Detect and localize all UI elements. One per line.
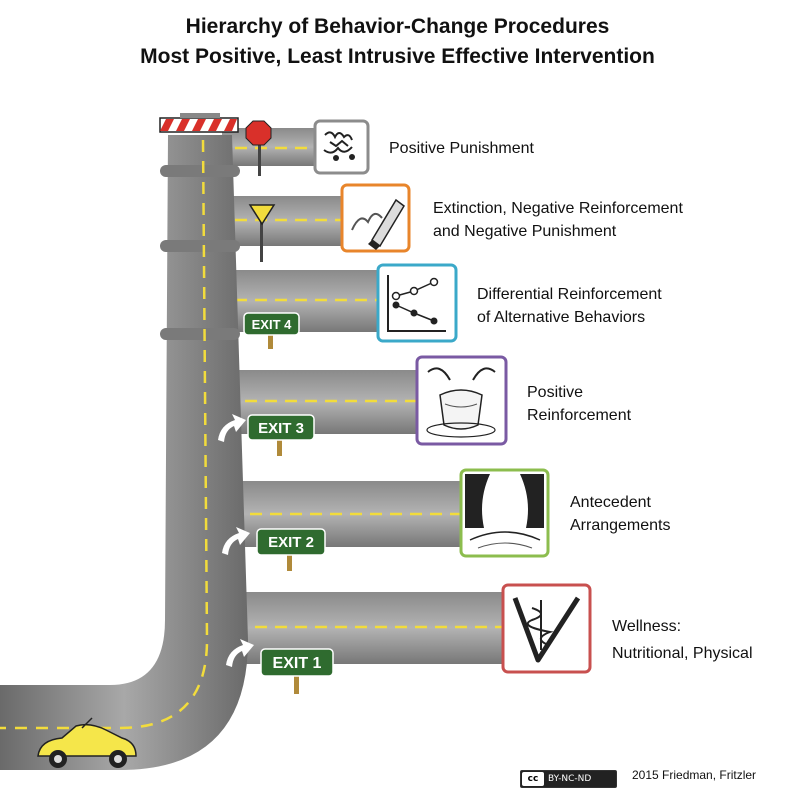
label-wellness: Wellness: Nutritional, Physical — [612, 615, 753, 665]
exit-sign-2: EXIT 2 — [256, 528, 326, 556]
stop-sign — [245, 120, 272, 176]
svg-text:EXIT 3: EXIT 3 — [258, 420, 304, 437]
label-line: Positive — [527, 384, 584, 401]
barrier — [159, 113, 239, 133]
label-antecedent-arrangements: Antecedent Arrangements — [570, 491, 671, 537]
label-line: Arrangements — [570, 517, 671, 534]
scribble-fight-icon — [313, 119, 370, 175]
license-badge: cc BY-NC-ND — [520, 770, 617, 788]
set-the-stage-icon — [459, 468, 550, 558]
cc-logo-icon: cc — [522, 772, 544, 786]
car-illustration — [37, 717, 137, 768]
eraser-icon — [340, 183, 411, 253]
label-line: Reinforcement — [527, 407, 632, 424]
exit-sign-posts — [268, 335, 299, 694]
title-line-2: Most Positive, Least Intrusive Effective… — [140, 45, 655, 68]
label-line: Wellness: — [612, 618, 682, 635]
svg-text:EXIT 2: EXIT 2 — [268, 534, 314, 551]
turn-arrows — [218, 414, 254, 667]
exit-sign-1: EXIT 1 — [260, 648, 334, 677]
label-line: Positive Punishment — [389, 140, 534, 157]
svg-text:EXIT 4: EXIT 4 — [252, 317, 293, 332]
diagram-title: Hierarchy of Behavior-Change Procedures … — [0, 12, 795, 72]
line-graph-icon — [376, 263, 458, 343]
svg-text:EXIT 1: EXIT 1 — [273, 655, 322, 672]
label-line: Antecedent — [570, 494, 651, 511]
caduceus-icon — [501, 583, 592, 674]
label-differential-reinforcement: Differential Reinforcement of Alternativ… — [477, 283, 662, 329]
title-line-1: Hierarchy of Behavior-Change Procedures — [185, 15, 610, 38]
exit-sign-4: EXIT 4 — [243, 312, 300, 336]
label-positive-reinforcement: Positive Reinforcement — [527, 381, 631, 427]
label-extinction: Extinction, Negative Reinforcement and N… — [433, 197, 683, 243]
label-line: Extinction, Negative Reinforcement — [433, 200, 683, 217]
credit-text: 2015 Friedman, Fritzler — [632, 768, 757, 782]
label-line: Nutritional, Physical — [612, 645, 753, 662]
license-text: BY-NC-ND — [548, 774, 592, 784]
label-line: of Alternative Behaviors — [477, 309, 646, 326]
label-line: Differential Reinforcement — [477, 286, 662, 303]
label-positive-punishment: Positive Punishment — [389, 137, 534, 160]
exit-sign-3: EXIT 3 — [247, 414, 315, 441]
yield-sign — [248, 204, 276, 262]
main-road — [0, 135, 254, 770]
pottery-hands-icon — [415, 355, 508, 446]
label-line: and Negative Punishment — [433, 223, 617, 240]
